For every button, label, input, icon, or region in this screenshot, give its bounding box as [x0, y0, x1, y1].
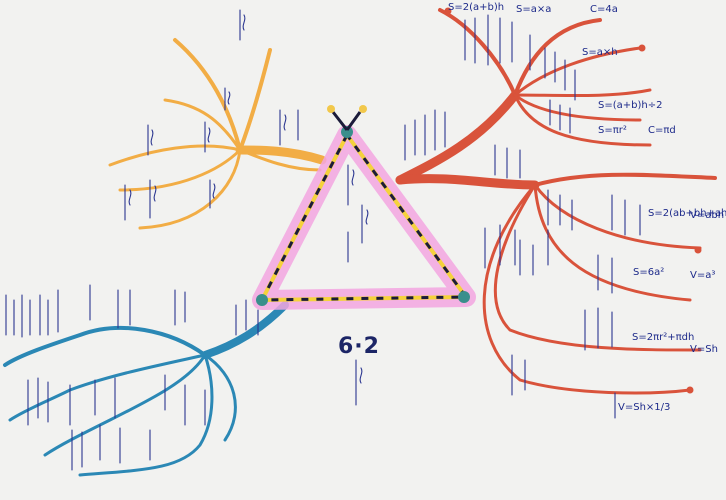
- formula-label: S=a×h: [582, 47, 618, 58]
- red-branch: [395, 7, 717, 395]
- blue-branch: [3, 301, 289, 477]
- formula-label: V=a³: [690, 270, 715, 281]
- formula-label: S=2(ab+bh+ah): [648, 208, 726, 219]
- formula-label: C=4a: [590, 4, 618, 15]
- orange-branch: [108, 38, 327, 230]
- formula-label: C=πd: [648, 125, 676, 136]
- formula-label: V=Sh: [690, 344, 718, 355]
- formula-label: S=πr²: [598, 125, 627, 136]
- page-number-label: 6·2: [338, 334, 380, 359]
- formula-labels: S=2(a+b)h S=a×a C=4a S=a×h S=(a+b)h÷2 S=…: [448, 2, 726, 413]
- formula-label: S=2(a+b)h: [448, 2, 504, 13]
- formula-label: V=abh: [690, 210, 724, 221]
- formula-label: S=2πr²+πdh: [632, 332, 694, 343]
- formula-label: S=(a+b)h÷2: [598, 100, 662, 111]
- formula-label: S=a×a: [516, 4, 551, 15]
- central-triangle: [252, 105, 476, 310]
- handwriting-strokes: [5, 9, 641, 471]
- formula-label: V=Sh×1/3: [618, 402, 670, 413]
- formula-label: S=6a²: [633, 267, 664, 278]
